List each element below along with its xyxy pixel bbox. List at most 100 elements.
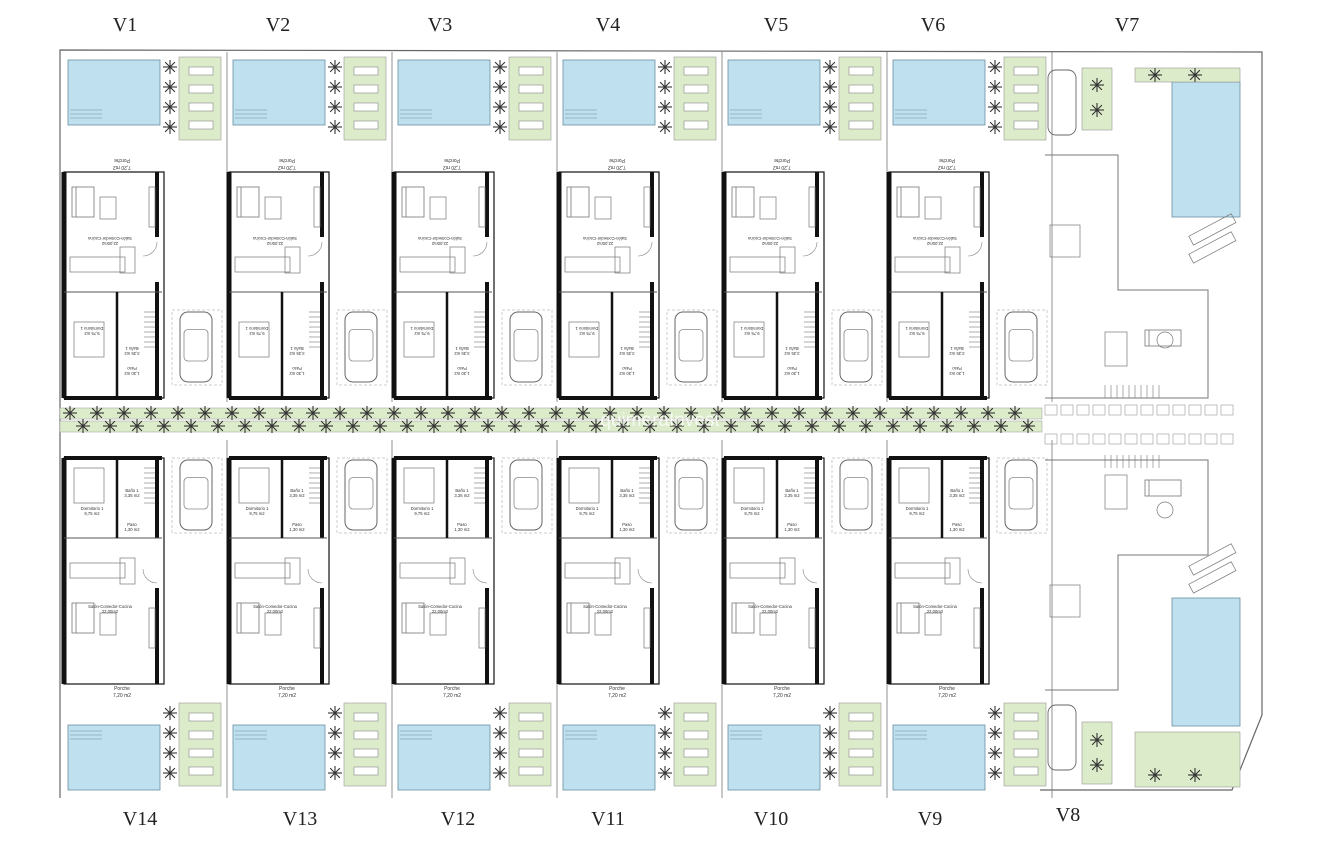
living-room-label: Salón-Comedor-Cocina: [252, 236, 296, 241]
bathroom-area: 3,35 m2: [619, 351, 635, 356]
hallway-area: 1,30 m2: [289, 371, 305, 376]
palm-tree-icon: [279, 406, 293, 420]
palm-tree-icon: [493, 120, 507, 134]
porch-area: 7,20 m2: [608, 164, 626, 170]
palm-tree-icon: [751, 419, 765, 433]
palm-tree-icon: [328, 80, 342, 94]
bathroom-label: Baño 1: [785, 346, 799, 351]
palm-tree-icon: [823, 746, 837, 760]
palm-tree-icon: [846, 406, 860, 420]
palm-trunk: [333, 711, 337, 715]
sofa-icon: [731, 186, 755, 218]
paver: [1204, 433, 1218, 445]
palm-trunk: [432, 424, 436, 428]
coffee-table: [99, 612, 117, 636]
house-outline: [888, 457, 990, 685]
stairs-icon: [1104, 385, 1160, 398]
bedroom-area: 9,75 m2: [414, 331, 430, 336]
palm-trunk: [663, 65, 667, 69]
door-swing-icon: [802, 241, 818, 257]
stairs-icon: [969, 467, 980, 504]
hallway-label: Paso: [787, 366, 797, 371]
sofa-frame: [401, 186, 425, 218]
palm-trunk: [581, 411, 585, 415]
hallway-label: Paso: [292, 522, 302, 527]
bed-icon: [403, 321, 435, 358]
palm-trunk: [851, 411, 855, 415]
wardrobe: [313, 607, 321, 649]
palm-tree-icon: [265, 419, 279, 433]
bathroom-label: Baño 1: [620, 488, 634, 493]
palm-trunk: [837, 424, 841, 428]
palm-trunk: [828, 731, 832, 735]
palm-tree-icon: [658, 766, 672, 780]
kitchen-counter: [234, 562, 291, 579]
hallway-area: 1,30 m2: [949, 527, 965, 532]
porch-label: Porche: [279, 686, 295, 692]
porch-area: 7,20 m2: [278, 693, 296, 699]
palm-tree-icon: [697, 419, 711, 433]
car-roof: [513, 329, 539, 362]
parking-space: [501, 309, 553, 386]
palm-tree-icon: [792, 406, 806, 420]
car-body: [509, 311, 543, 383]
wardrobe: [808, 186, 816, 228]
palm-tree-icon: [823, 60, 837, 74]
porch-label: Porche: [114, 157, 130, 163]
palm-trunk: [810, 424, 814, 428]
central-walkway: [59, 406, 1043, 433]
bedroom-area: 9,75 m2: [579, 511, 595, 516]
palm-trunk: [828, 711, 832, 715]
palm-tree-icon: [658, 80, 672, 94]
bedroom-label: Dormitorio 1: [905, 326, 928, 331]
bathroom-area: 3,35 m2: [289, 351, 305, 356]
palm-tree-icon: [328, 766, 342, 780]
palm-trunk: [168, 85, 172, 89]
kitchen-island: [284, 557, 301, 585]
watermark-text: quimeraInvest: [600, 410, 720, 431]
palm-trunk: [878, 411, 882, 415]
stepping-stone: [1013, 102, 1039, 112]
palm-trunk: [392, 411, 396, 415]
kitchen-island: [944, 246, 961, 274]
hallway-label: Paso: [292, 366, 302, 371]
sofa-icon: [566, 602, 590, 634]
palm-trunk: [257, 411, 261, 415]
palm-trunk: [324, 424, 328, 428]
palm-trunk: [168, 731, 172, 735]
bathroom-area: 3,35 m2: [124, 351, 140, 356]
hallway-area: 1,30 m2: [619, 527, 635, 532]
palm-tree-icon: [900, 406, 914, 420]
stepping-stone: [188, 766, 214, 776]
porch-area: 7,20 m2: [773, 164, 791, 170]
bathroom-label: Baño 1: [950, 488, 964, 493]
stepping-stone: [518, 748, 544, 758]
palm-tree-icon: [493, 80, 507, 94]
parking-space: [996, 309, 1048, 386]
kitchen-counter: [894, 562, 951, 579]
wardrobe: [478, 607, 486, 649]
bathroom-label: Baño 1: [950, 346, 964, 351]
door-swing-icon: [637, 568, 653, 584]
kitchen-counter: [69, 562, 126, 579]
palm-trunk: [993, 85, 997, 89]
palm-tree-icon: [328, 60, 342, 74]
villa-label-v2: V2: [265, 14, 291, 36]
palm-trunk: [1013, 411, 1017, 415]
pool: [397, 59, 491, 126]
paver: [1092, 404, 1106, 416]
palm-trunk: [284, 411, 288, 415]
stepping-stone: [683, 730, 709, 740]
stairs-icon: [309, 311, 320, 348]
palm-trunk: [663, 125, 667, 129]
house-outline: [888, 171, 990, 399]
villa-v7: [1044, 67, 1241, 416]
palm-trunk: [68, 411, 72, 415]
house-outline: [228, 171, 330, 399]
palm-trunk: [663, 105, 667, 109]
palm-tree-icon: [988, 100, 1002, 114]
palm-tree-icon: [765, 406, 779, 420]
palm-trunk: [333, 105, 337, 109]
